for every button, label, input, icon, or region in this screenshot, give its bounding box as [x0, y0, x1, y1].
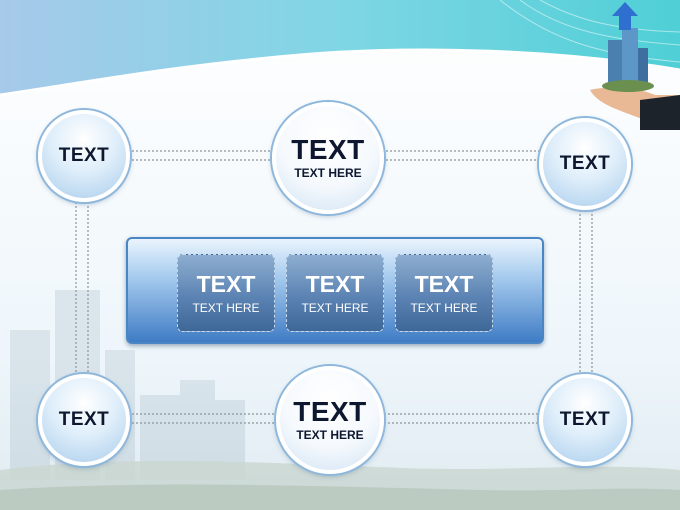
node-subtitle: TEXT HERE — [296, 428, 364, 442]
center-panel: TEXT TEXT HERE TEXT TEXT HERE TEXT TEXT … — [126, 237, 544, 344]
node-label: TEXT — [559, 409, 611, 430]
node-bottom-right: TEXT — [539, 374, 631, 466]
box-subtitle: TEXT HERE — [301, 300, 369, 315]
box-title: TEXT — [305, 270, 365, 297]
node-label: TEXT — [58, 145, 110, 166]
node-label: TEXT — [559, 153, 611, 174]
box-subtitle: TEXT HERE — [192, 300, 260, 315]
panel-box: TEXT TEXT HERE — [395, 254, 493, 332]
node-label: TEXT — [58, 409, 110, 430]
box-title: TEXT — [414, 270, 474, 297]
node-title: TEXT — [293, 396, 367, 427]
node-top-center: TEXT TEXT HERE — [272, 102, 384, 214]
node-bottom-center: TEXT TEXT HERE — [276, 366, 384, 474]
hand-holding-buildings-icon — [590, 28, 680, 130]
node-bottom-left: TEXT — [38, 374, 130, 466]
box-title: TEXT — [196, 270, 256, 297]
panel-box: TEXT TEXT HERE — [177, 254, 275, 332]
panel-box: TEXT TEXT HERE — [286, 254, 384, 332]
up-arrow-icon — [612, 2, 638, 30]
node-top-left: TEXT — [38, 110, 130, 202]
box-subtitle: TEXT HERE — [410, 300, 478, 315]
node-subtitle: TEXT HERE — [294, 166, 362, 180]
node-title: TEXT — [291, 134, 365, 165]
node-top-right: TEXT — [539, 118, 631, 210]
